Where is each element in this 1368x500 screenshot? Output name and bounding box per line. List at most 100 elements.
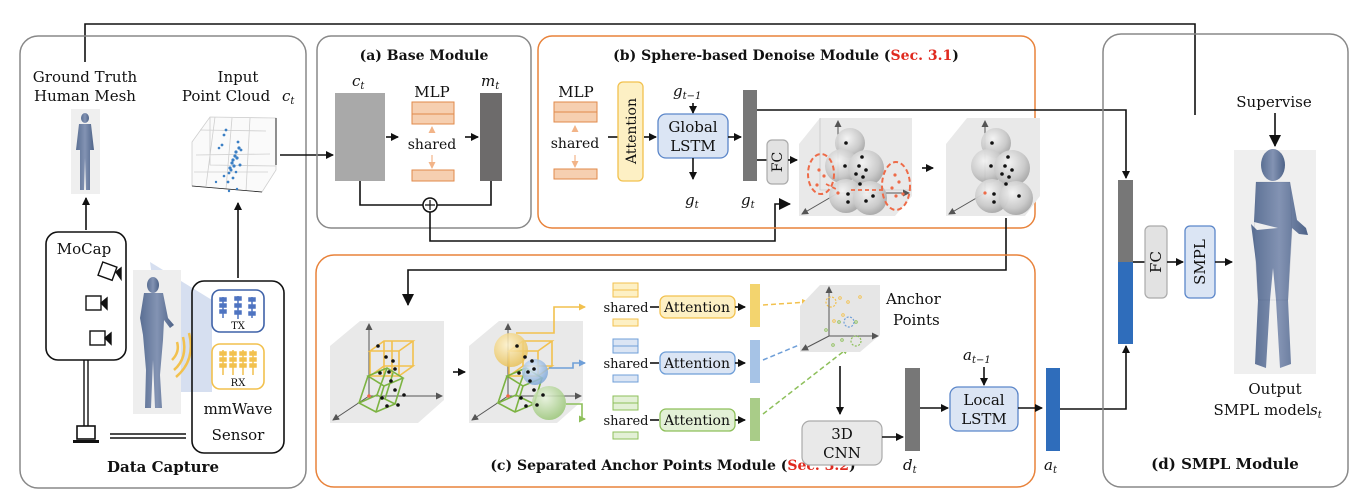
a-prev-label: at−1 <box>963 346 991 366</box>
local-lstm-label-1: Local <box>963 391 1004 409</box>
tx-label: TX <box>231 321 246 332</box>
anchor-module-panel: (c) Separated Anchor Points Module (Sec.… <box>315 254 1060 488</box>
gt-label-line1: Ground Truth <box>33 68 138 86</box>
blue-branch-line <box>549 359 586 369</box>
g-out-label: gt <box>685 191 700 211</box>
ct-label: ct <box>352 72 365 92</box>
smpl-layer-label: SMPL <box>1191 239 1209 285</box>
denoise-shared-label: shared <box>551 136 600 152</box>
sensor-label-line1: mmWave <box>204 400 273 418</box>
data-capture-panel: Ground Truth Human Mesh Input Point Clou… <box>19 35 307 489</box>
branch-feature-block <box>750 340 760 383</box>
denoise-module-title: (b) Sphere-based Denoise Module (Sec. 3.… <box>613 48 959 64</box>
denoise-fc-block <box>766 139 789 185</box>
green-branch-line <box>566 403 586 423</box>
base-to-sphere-arrow <box>429 198 791 242</box>
base-module-border <box>316 35 532 229</box>
denoise-attention-label: Attention <box>624 98 640 165</box>
g-feature-block <box>743 90 757 181</box>
tx-antenna-icon <box>219 296 256 319</box>
denoise-to-anchor-arrow <box>402 218 1007 306</box>
noisy-sphere-plot <box>799 118 912 216</box>
anchor-sphere-plot <box>469 321 583 423</box>
at-feature-block <box>1046 368 1060 451</box>
pc-label-line1: Input <box>218 68 259 86</box>
pc-var: ct <box>282 87 295 107</box>
gt-human-mesh-image <box>71 109 100 194</box>
green-dashed-link <box>762 347 849 415</box>
anchor-module-border <box>315 254 1036 488</box>
camera-icon <box>97 261 122 282</box>
denoise-mlp-label: MLP <box>558 83 593 101</box>
g-to-concat-arrow <box>757 109 1130 179</box>
data-capture-title: Data Capture <box>107 458 219 476</box>
gt-label-line2: Human Mesh <box>34 87 136 105</box>
anchor-points-label-2: Points <box>893 311 940 329</box>
point-cloud-points <box>214 128 243 193</box>
voxel-grid-plot <box>330 321 444 423</box>
camera-icon <box>89 330 112 346</box>
mocap-label: MoCap <box>57 240 111 258</box>
local-lstm-label-2: LSTM <box>961 410 1007 428</box>
denoised-sphere-plot <box>946 118 1040 216</box>
base-module-panel: (a) Base Module ct MLP shared mt <box>316 35 532 229</box>
supervise-label: Supervise <box>1236 93 1312 111</box>
anchor-branch-yellow: shared Attention <box>603 282 760 327</box>
laptop-sensor-wire <box>110 433 186 439</box>
smpl-module-panel: Supervise FC SMPL Output SMPL model st (… <box>1102 33 1349 488</box>
anchor-branch-green: shared Attention <box>603 395 760 441</box>
denoise-mlp-block-2 <box>553 111 598 123</box>
mt-label: mt <box>481 72 500 92</box>
smpl-module-title: (d) SMPL Module <box>1151 455 1299 473</box>
global-lstm-label-1: Global <box>668 118 717 136</box>
rx-label: RX <box>231 378 247 389</box>
branch-shared-label: shared <box>603 301 648 316</box>
g-prev-label: gt−1 <box>673 82 701 102</box>
anchor-branch-blue: shared Attention <box>603 338 760 383</box>
yellow-dashed-link <box>762 298 809 306</box>
base-module-title: (a) Base Module <box>360 48 489 64</box>
output-label-1: Output <box>1248 380 1301 398</box>
base-mlp-block-3 <box>411 169 455 182</box>
mocap-wire <box>83 360 89 428</box>
denoise-mlp-block-1 <box>553 101 598 113</box>
anchor-points-label-1: Anchor <box>885 290 942 308</box>
anchor-module-title: (c) Separated Anchor Points Module (Sec.… <box>490 458 855 474</box>
mmwave-sensor-box <box>191 280 285 454</box>
concat-global-block <box>1118 180 1133 262</box>
output-smpl-mesh-image <box>1234 149 1316 374</box>
base-shared-label: shared <box>408 137 457 153</box>
yellow-branch-line <box>516 303 586 334</box>
anchor-points-plot <box>800 285 880 352</box>
base-mlp-block-2 <box>411 113 455 125</box>
base-mlp-label: MLP <box>414 83 449 101</box>
supervision-line <box>84 23 1196 115</box>
sensor-label-line2: Sensor <box>212 426 266 444</box>
smpl-module-border <box>1102 33 1349 488</box>
laptop-icon <box>73 425 99 443</box>
cnn-label-2: CNN <box>823 444 861 462</box>
branch-feature-block <box>750 398 760 441</box>
plus-glyph <box>425 200 435 210</box>
branch-attention-label: Attention <box>663 356 730 372</box>
cnn-label-1: 3D <box>831 425 853 443</box>
a-to-concat-arrow <box>1060 345 1130 410</box>
branch-feature-block <box>750 284 760 327</box>
local-lstm-block <box>949 386 1019 432</box>
st-label: st <box>1310 401 1323 421</box>
branch-shared-label: shared <box>603 414 648 429</box>
camera-icon <box>85 295 108 311</box>
smpl-fc-label: FC <box>1147 251 1165 273</box>
dt-label: dt <box>903 456 918 476</box>
base-mlp-block-1 <box>411 101 455 115</box>
branch-attention-label: Attention <box>663 413 730 429</box>
denoise-fc-label: FC <box>770 152 786 172</box>
radar-waves <box>171 332 193 378</box>
mt-feature-block <box>480 93 502 181</box>
denoise-module-panel: (b) Sphere-based Denoise Module (Sec. 3.… <box>537 35 1040 229</box>
branch-attention-label: Attention <box>663 300 730 316</box>
concat-local-block <box>1118 262 1133 344</box>
input-point-cloud-image <box>191 116 277 193</box>
at-label: at <box>1044 456 1058 476</box>
